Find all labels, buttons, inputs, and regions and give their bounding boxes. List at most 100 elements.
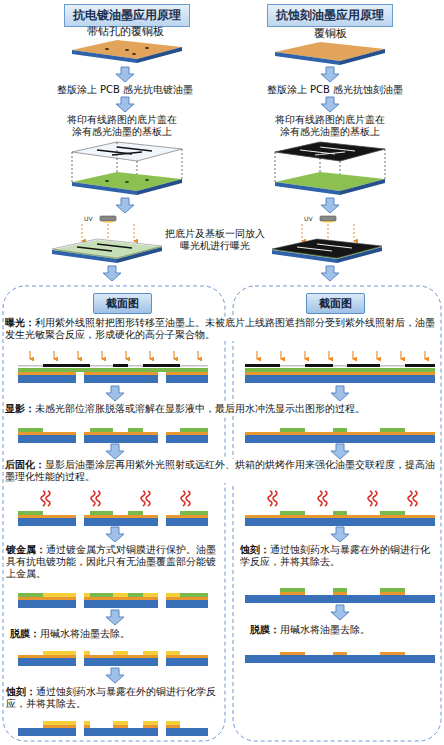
drawing-part <box>280 652 405 655</box>
drawing-part <box>275 172 385 195</box>
film-stack <box>275 142 385 195</box>
drawing-part <box>106 610 124 625</box>
drawing-part <box>117 142 118 172</box>
cross-section <box>18 651 208 666</box>
drawing-part <box>245 655 435 663</box>
drawing-part <box>43 725 180 728</box>
lamp-label: UV <box>304 215 313 222</box>
drawing-part <box>52 240 162 263</box>
cross-section <box>245 351 435 383</box>
step-caption: 把底片及基板一同放入 曝光机进行曝光 <box>163 228 267 252</box>
drawing-part <box>105 47 149 55</box>
title-box: 抗电镀油墨应用原理 <box>64 4 190 27</box>
lamp-label: UV <box>84 215 93 222</box>
step-caption: 覆铜板 <box>270 28 390 40</box>
drawing-part <box>43 721 180 725</box>
drawing-part <box>72 40 182 63</box>
drawing-part <box>117 147 152 151</box>
drawing-part <box>43 651 180 655</box>
exposure-setup <box>52 216 162 263</box>
step-note: 镀金属：通过镀金属方式对铜膜进行保护。油墨具有抗电镀功能，因此只有无油墨覆盖部分… <box>6 544 222 580</box>
drawing-part <box>315 152 345 155</box>
drawing-part <box>18 593 208 597</box>
step-note: 显影：未感光部位溶胀脱落或溶解在显影液中，最后用水冲洗显示出图形的过程。 <box>5 403 439 415</box>
drawing-part <box>103 266 121 281</box>
drawing-part <box>18 511 208 515</box>
drawing-part <box>112 152 142 155</box>
drawing-part <box>106 668 124 683</box>
step-note: 后固化：显影后油墨涂层再用紫外光照射或远红外、烘箱的烘烤作用来强化油墨交联程度，… <box>5 459 439 483</box>
drawing-part <box>272 239 382 258</box>
drawing-part <box>18 364 208 367</box>
drawing-part <box>275 42 385 65</box>
drawing-part <box>272 239 382 263</box>
drawing-part <box>30 351 198 359</box>
section-box: 截面图 <box>306 293 365 314</box>
box-text: 截面图 <box>319 296 352 311</box>
drawing-part <box>297 247 332 251</box>
drawing-part <box>106 386 124 401</box>
drawing-part <box>97 244 132 248</box>
drawing-part <box>132 53 136 55</box>
drawing-part <box>145 47 149 49</box>
drawing-part <box>105 48 109 50</box>
drawing-part <box>105 179 149 183</box>
drawing-part <box>18 428 208 432</box>
drawing-part <box>257 351 425 359</box>
drawing-part <box>280 511 405 515</box>
drawing-part <box>145 179 149 181</box>
drawing-part <box>331 605 349 620</box>
drawing-part <box>18 655 208 666</box>
drawing-part <box>331 386 349 401</box>
section-box: 截面图 <box>93 293 152 314</box>
step-note: 蚀刻：通过蚀刻药水与暴露在外的铜进行化学反应，并将其除去。 <box>240 544 436 568</box>
drawing-part <box>245 515 435 526</box>
drawing-part <box>245 364 435 367</box>
drawing-part <box>125 181 129 183</box>
drawing-part <box>82 224 83 241</box>
step-caption: 整版涂上 PCB 感光抗蚀刻油墨 <box>230 84 440 96</box>
drawing-part <box>275 152 276 182</box>
drawing-part <box>280 592 405 595</box>
drawing-part <box>97 147 152 155</box>
drawing-part <box>18 597 208 608</box>
drawing-part <box>245 595 435 603</box>
drawing-part <box>106 444 124 459</box>
drawing-part <box>116 97 134 112</box>
drawing-part <box>182 149 183 179</box>
box-text: 截面图 <box>106 296 139 311</box>
drawing-part <box>77 244 132 251</box>
step-note: 脱膜：用碱水将油墨去除。 <box>250 624 436 636</box>
drawing-part <box>321 198 339 213</box>
cross-section <box>18 721 208 736</box>
cross-section <box>245 588 435 603</box>
copper-board <box>275 42 385 65</box>
drawing-part <box>41 491 190 506</box>
cross-section <box>18 593 208 608</box>
drawing-part <box>18 728 208 736</box>
drawing-part <box>280 588 405 592</box>
drawing-part <box>321 67 339 82</box>
drawing-part <box>297 244 352 251</box>
drawing-part <box>275 172 385 195</box>
drawing-part <box>320 142 321 172</box>
cross-section <box>18 491 208 526</box>
drawing-part <box>72 172 182 195</box>
dashed-region <box>233 286 441 741</box>
film-stack <box>72 142 182 195</box>
title-box: 抗蚀刻油墨应用原理 <box>267 4 393 27</box>
drawing-part <box>331 444 349 459</box>
step-note: 曝光：利用紫外线照射把图形转移至油墨上。未被底片上线路图遮挡部分受到紫外线照射后… <box>5 317 439 341</box>
drilled-board <box>72 40 182 63</box>
cross-section <box>245 491 435 526</box>
dashed-region <box>3 286 225 741</box>
drawing-part <box>52 239 162 263</box>
drawing-part <box>116 198 134 213</box>
drawing-part <box>72 152 73 182</box>
drawing-part <box>300 147 355 155</box>
drawing-part <box>245 368 435 372</box>
step-caption: 将印有线路图的底片盖在 涂有感光油墨的基板上 <box>62 114 182 138</box>
drawing-part <box>52 239 162 258</box>
drawing-part <box>72 172 182 195</box>
drawing-part <box>317 244 352 248</box>
